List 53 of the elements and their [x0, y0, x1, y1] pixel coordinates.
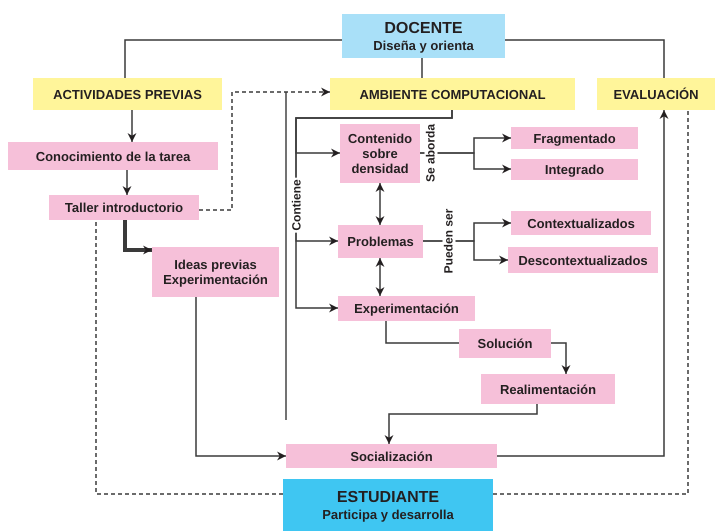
connector-arrow [376, 183, 384, 225]
connector-arrow [199, 88, 330, 211]
node-label: Fragmentado [533, 130, 616, 146]
node-label: EVALUACIÓN [614, 86, 698, 102]
process-box [286, 444, 497, 468]
node-label: Solución [478, 336, 532, 351]
connector-arrow [384, 404, 538, 444]
phase-box [597, 78, 715, 110]
connector-arrow [195, 297, 286, 460]
process-box [508, 247, 658, 273]
connector-arrow [423, 240, 508, 264]
edge-label: Contiene [290, 177, 304, 233]
node-label: Participa y desarrolla [322, 507, 454, 522]
role-title: DOCENTE [384, 19, 463, 38]
node-label: Diseña y orienta [373, 38, 474, 53]
node-label: Experimentación [354, 301, 459, 316]
process-box [340, 124, 420, 183]
phase-box [33, 78, 222, 110]
phase-box [330, 78, 575, 110]
process-box [8, 142, 218, 170]
node-label: Conocimiento de la tarea [36, 148, 190, 164]
edge-label: Pueden ser [442, 206, 456, 276]
connector-arrow [551, 342, 570, 374]
process-box [511, 127, 638, 149]
connector-arrow [497, 110, 668, 457]
node-label: Taller introductorio [64, 200, 184, 215]
node-label: Contextualizados [527, 216, 635, 230]
connector-arrow [376, 258, 384, 296]
node-label: Contenido sobre densidad [346, 131, 414, 176]
role-box [283, 479, 493, 531]
connector-arrow [420, 152, 511, 174]
node-label: Descontextualizados [518, 252, 648, 268]
node-label: AMBIENTE COMPUTACIONAL [359, 86, 546, 102]
node-label: Realimentación [500, 382, 596, 396]
role-title: ESTUDIANTE [336, 488, 440, 507]
process-box [511, 211, 651, 235]
role-box [342, 14, 505, 58]
connector-arrow [122, 170, 132, 195]
node-label: ACTIVIDADES PREVIAS [53, 86, 202, 102]
node-label: Problemas [347, 234, 414, 249]
process-box [338, 296, 475, 321]
edge-label: Se aborda [424, 122, 438, 184]
process-box [459, 329, 551, 358]
outline-arrow [123, 220, 152, 254]
node-label: Socialización [350, 448, 433, 464]
process-box [49, 195, 199, 220]
process-box [481, 374, 615, 404]
node-label: Integrado [544, 162, 604, 177]
node-label: Ideas previas Experimentación [162, 257, 269, 287]
connector-arrow [128, 110, 136, 142]
process-box [511, 159, 638, 180]
process-box [152, 247, 279, 297]
process-box [338, 225, 423, 258]
